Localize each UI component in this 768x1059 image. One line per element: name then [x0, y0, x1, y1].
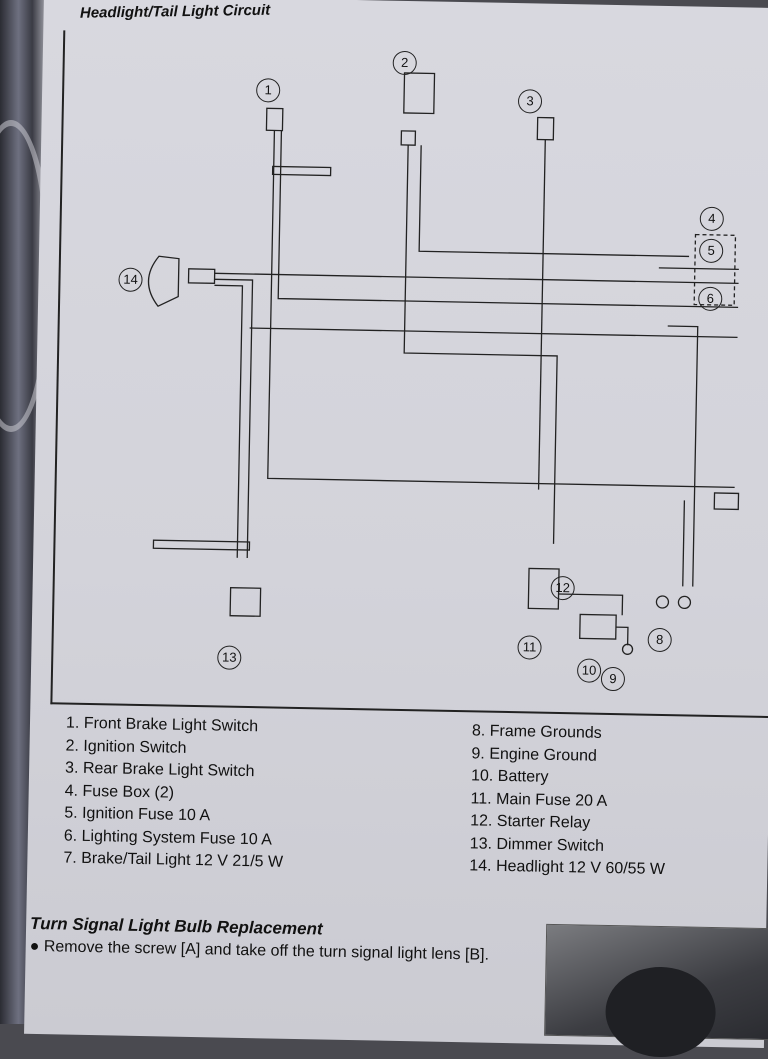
battery-body — [579, 613, 617, 640]
engine-ground — [621, 643, 634, 655]
section-title: Turn Signal Light Bulb Replacement — [29, 913, 323, 939]
switch-1-body — [265, 107, 284, 132]
wire-switch-3 — [537, 139, 546, 490]
starter-relay-body — [527, 567, 560, 610]
fuse-box — [693, 233, 737, 306]
wire-headlight-bky — [214, 278, 254, 559]
legend-left: 1. Front Brake Light Switch 2. Ignition … — [63, 713, 286, 875]
headlight-connector — [187, 268, 216, 284]
instruction-text: ● Remove the screw [A] and take off the … — [30, 936, 530, 967]
bullet-icon: ● — [29, 937, 44, 956]
switch-1-bracket — [271, 165, 332, 177]
rear-connector — [713, 492, 740, 511]
ignition-connector — [400, 130, 417, 146]
dimmer-bracket — [152, 539, 251, 551]
frame-ground-right — [677, 595, 692, 610]
wire-fuse-bky — [667, 325, 699, 587]
legend-item: 7. Brake/Tail Light 12 V 21/5 W — [63, 849, 284, 871]
wire-switch-1 — [267, 130, 735, 488]
headlight-housing — [147, 255, 180, 308]
switch-3-body — [536, 116, 555, 141]
dimmer-switch-body — [229, 587, 262, 617]
legend-item: 14. Headlight 12 V 60/55 W — [469, 857, 666, 879]
legend-item: 8. Frame Grounds — [471, 722, 602, 742]
wire-ignition-w — [403, 145, 558, 544]
reference-photo — [544, 923, 768, 1059]
instruction-body: Remove the screw [A] and take off the tu… — [43, 938, 490, 964]
wire-relay-battery — [558, 593, 624, 616]
wire-tail — [682, 500, 686, 587]
wire-lighting — [249, 327, 738, 339]
photo-object — [604, 965, 717, 1059]
wiring-diagram — [147, 72, 740, 655]
legend-right: 8. Frame Grounds 9. Engine Ground 10. Ba… — [469, 720, 668, 881]
legend-item: 12. Starter Relay — [470, 812, 591, 832]
wire-fuse-r — [658, 267, 739, 271]
wire-headlight-ry — [214, 284, 244, 558]
manual-page: Headlight/Tail Light Circuit — [24, 0, 768, 1059]
ignition-switch-body — [403, 72, 436, 115]
wire-headlight-bkr — [214, 272, 739, 285]
wire-switch-1-b — [277, 130, 739, 309]
frame-ground-left — [655, 595, 670, 609]
wire-battery-ground — [615, 626, 629, 646]
legend-item: 10. Battery — [470, 767, 549, 786]
wire-ignition-br — [418, 145, 690, 258]
